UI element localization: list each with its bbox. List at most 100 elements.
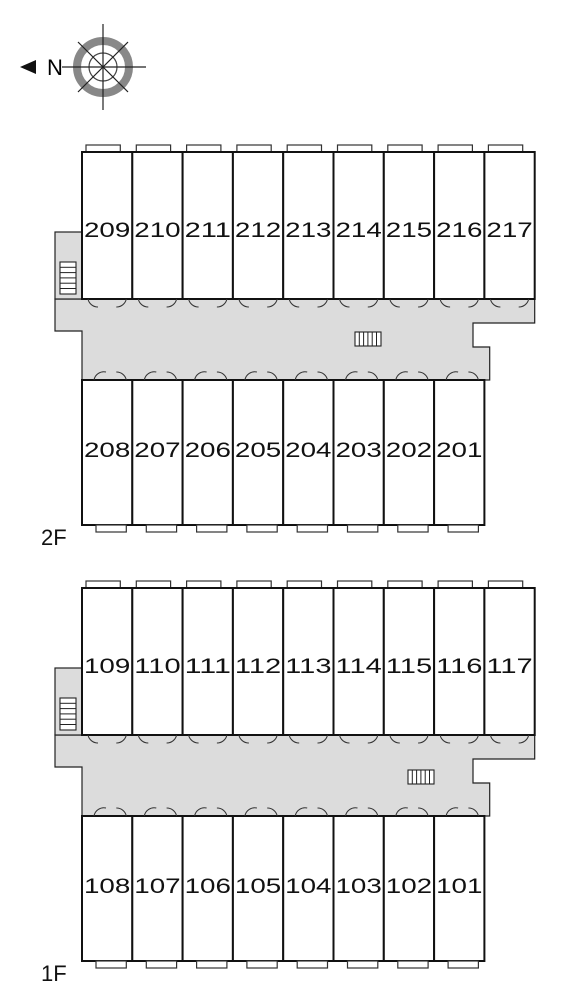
door-icon xyxy=(143,371,157,381)
balcony xyxy=(447,960,480,969)
unit-number: 207 xyxy=(134,439,180,462)
balcony xyxy=(286,580,323,589)
door-icon xyxy=(468,298,479,308)
door-icon xyxy=(116,807,127,817)
door-icon xyxy=(166,371,178,381)
door-icon xyxy=(317,734,328,744)
unit-number: 115 xyxy=(386,655,432,678)
door-icon xyxy=(93,371,107,381)
unit-number: 107 xyxy=(134,875,180,898)
door-icon xyxy=(418,734,429,744)
door-icon xyxy=(244,807,258,817)
balcony xyxy=(387,144,423,153)
unit-216: 216 xyxy=(433,144,486,308)
door-icon xyxy=(143,807,157,817)
unit-number: 217 xyxy=(486,219,532,242)
unit-number: 208 xyxy=(84,439,130,462)
door-icon xyxy=(166,734,178,744)
door-icon xyxy=(367,298,379,308)
unit-number: 215 xyxy=(386,219,432,242)
door-icon xyxy=(294,371,308,381)
floor-label: 1F xyxy=(41,961,67,986)
balcony xyxy=(196,524,228,533)
balcony xyxy=(236,144,272,153)
unit-217: 217 xyxy=(483,144,536,308)
north-arrow-icon xyxy=(20,60,36,74)
door-icon xyxy=(489,298,501,308)
unit-110: 110 xyxy=(131,580,184,744)
door-icon xyxy=(339,298,350,308)
unit-203: 203 xyxy=(332,371,385,533)
corridor xyxy=(54,734,536,817)
unit-number: 203 xyxy=(336,439,382,462)
door-icon xyxy=(194,371,207,381)
balcony xyxy=(487,144,524,153)
door-icon xyxy=(439,734,451,744)
unit-number: 101 xyxy=(436,875,482,898)
door-icon xyxy=(418,298,429,308)
door-icon xyxy=(367,807,379,817)
door-icon xyxy=(518,734,530,744)
balcony xyxy=(85,580,121,589)
balcony xyxy=(135,580,172,589)
unit-113: 113 xyxy=(282,580,335,744)
door-icon xyxy=(468,371,479,381)
unit-number: 113 xyxy=(285,655,331,678)
balcony xyxy=(246,960,278,969)
unit-102: 102 xyxy=(382,807,436,969)
door-icon xyxy=(468,734,479,744)
staircase-icon xyxy=(407,769,435,785)
unit-number: 117 xyxy=(486,655,532,678)
balcony xyxy=(437,144,474,153)
unit-201: 201 xyxy=(433,371,486,533)
staircase-icon xyxy=(354,331,382,347)
door-icon xyxy=(418,807,429,817)
unit-number: 104 xyxy=(285,875,332,898)
unit-204: 204 xyxy=(282,371,335,533)
balcony xyxy=(387,580,423,589)
balcony xyxy=(397,524,429,533)
door-icon xyxy=(216,371,228,381)
unit-number: 202 xyxy=(386,439,432,462)
door-icon xyxy=(116,298,127,308)
door-icon xyxy=(216,734,228,744)
door-icon xyxy=(445,807,459,817)
staircase-icon xyxy=(59,697,77,731)
door-icon xyxy=(389,298,400,308)
balcony xyxy=(246,524,278,533)
unit-number: 111 xyxy=(185,655,231,678)
balcony xyxy=(447,524,480,533)
unit-number: 105 xyxy=(235,875,281,898)
balcony xyxy=(346,960,379,969)
unit-112: 112 xyxy=(231,580,285,744)
door-icon xyxy=(116,734,127,744)
door-icon xyxy=(345,371,358,381)
balcony xyxy=(296,524,329,533)
unit-106: 106 xyxy=(181,807,234,969)
door-icon xyxy=(188,734,199,744)
door-icon xyxy=(367,371,379,381)
door-icon xyxy=(166,298,178,308)
unit-208: 208 xyxy=(81,371,134,533)
compass-rose-icon xyxy=(62,24,146,110)
door-icon xyxy=(166,807,178,817)
door-icon xyxy=(468,807,479,817)
door-icon xyxy=(389,734,400,744)
unit-number: 211 xyxy=(185,219,231,242)
unit-117: 117 xyxy=(483,580,536,744)
balcony xyxy=(95,524,127,533)
unit-202: 202 xyxy=(382,371,436,533)
door-icon xyxy=(367,734,379,744)
unit-number: 212 xyxy=(235,219,281,242)
unit-212: 212 xyxy=(231,144,285,308)
door-icon xyxy=(188,298,199,308)
door-icon xyxy=(288,734,300,744)
unit-number: 114 xyxy=(336,655,383,678)
door-icon xyxy=(137,298,149,308)
door-icon xyxy=(294,807,308,817)
unit-number: 214 xyxy=(336,219,383,242)
balcony xyxy=(186,144,222,153)
unit-number: 103 xyxy=(336,875,382,898)
